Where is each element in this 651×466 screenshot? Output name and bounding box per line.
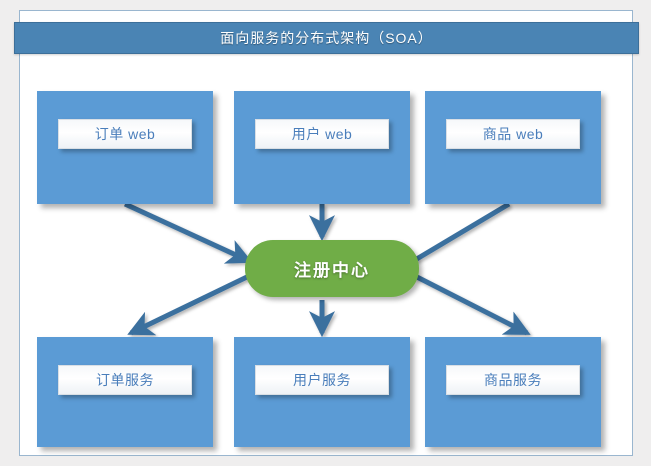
page-bottom-edge bbox=[0, 462, 651, 466]
node-user-service[interactable]: 用户服务 bbox=[234, 337, 410, 447]
connector-order-web-to-registry bbox=[123, 201, 253, 264]
node-user-web-label: 用户 web bbox=[291, 126, 353, 142]
node-order-service-label: 订单服务 bbox=[96, 372, 154, 388]
node-order-service[interactable]: 订单服务 bbox=[37, 337, 213, 447]
node-goods-web[interactable]: 商品 web bbox=[425, 91, 601, 204]
node-goods-web-label: 商品 web bbox=[482, 126, 544, 142]
diagram-title-bar: 面向服务的分布式架构（SOA） bbox=[14, 22, 639, 54]
node-user-web[interactable]: 用户 web bbox=[234, 91, 410, 204]
connector-goods-web-to-registry bbox=[413, 201, 511, 263]
node-registry-center[interactable]: 注册中心 bbox=[245, 240, 419, 297]
node-order-web[interactable]: 订单 web bbox=[37, 91, 213, 204]
node-registry-center-label: 注册中心 bbox=[294, 261, 370, 280]
node-goods-web-label-box: 商品 web bbox=[446, 119, 580, 149]
diagram-canvas: 订单 web 用户 web 商品 web 注册中心 订单服务 用户服务 bbox=[19, 54, 633, 454]
node-order-web-label: 订单 web bbox=[94, 126, 156, 142]
node-order-service-label-box: 订单服务 bbox=[58, 365, 192, 395]
node-user-service-label-box: 用户服务 bbox=[255, 365, 389, 395]
node-user-service-label: 用户服务 bbox=[293, 372, 351, 388]
connector-registry-to-goods-service bbox=[413, 273, 531, 336]
node-goods-service-label-box: 商品服务 bbox=[446, 365, 580, 395]
connector-registry-to-order-service bbox=[127, 273, 251, 336]
node-order-web-label-box: 订单 web bbox=[58, 119, 192, 149]
page-title: 面向服务的分布式架构（SOA） bbox=[220, 30, 433, 46]
node-user-web-label-box: 用户 web bbox=[255, 119, 389, 149]
node-goods-service[interactable]: 商品服务 bbox=[425, 337, 601, 447]
node-goods-service-label: 商品服务 bbox=[484, 372, 542, 388]
